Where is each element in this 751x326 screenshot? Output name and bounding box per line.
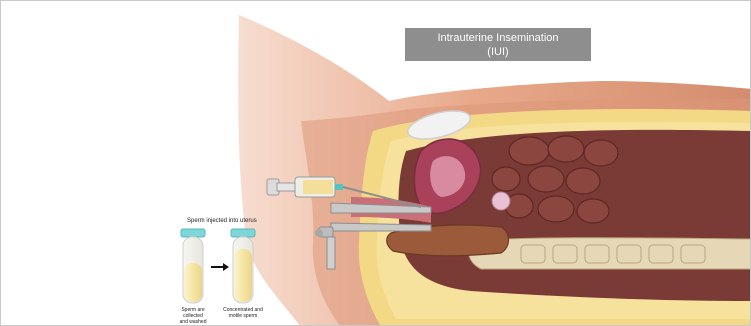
tube-right-label-line-2: motile sperm bbox=[221, 313, 265, 319]
tube-left-label-line-2: and washed bbox=[171, 319, 215, 325]
tube-left bbox=[181, 229, 205, 303]
ovary bbox=[492, 192, 510, 210]
inset-caption: Sperm injected into uterus bbox=[187, 218, 257, 224]
title-line-1: Intrauterine Insemination bbox=[405, 31, 591, 45]
arrow-right-icon bbox=[211, 263, 229, 271]
diagram-title: Intrauterine Insemination (IUI) bbox=[405, 28, 591, 61]
intestines bbox=[492, 136, 618, 223]
title-line-2: (IUI) bbox=[405, 45, 591, 59]
tube-left-label-line-1: Sperm are collected bbox=[171, 307, 215, 319]
tube-left-label: Sperm are collected and washed bbox=[171, 307, 215, 325]
tube-right bbox=[231, 229, 255, 303]
spine bbox=[468, 238, 751, 269]
tube-right-label: Concentrated and motile sperm bbox=[221, 307, 265, 319]
